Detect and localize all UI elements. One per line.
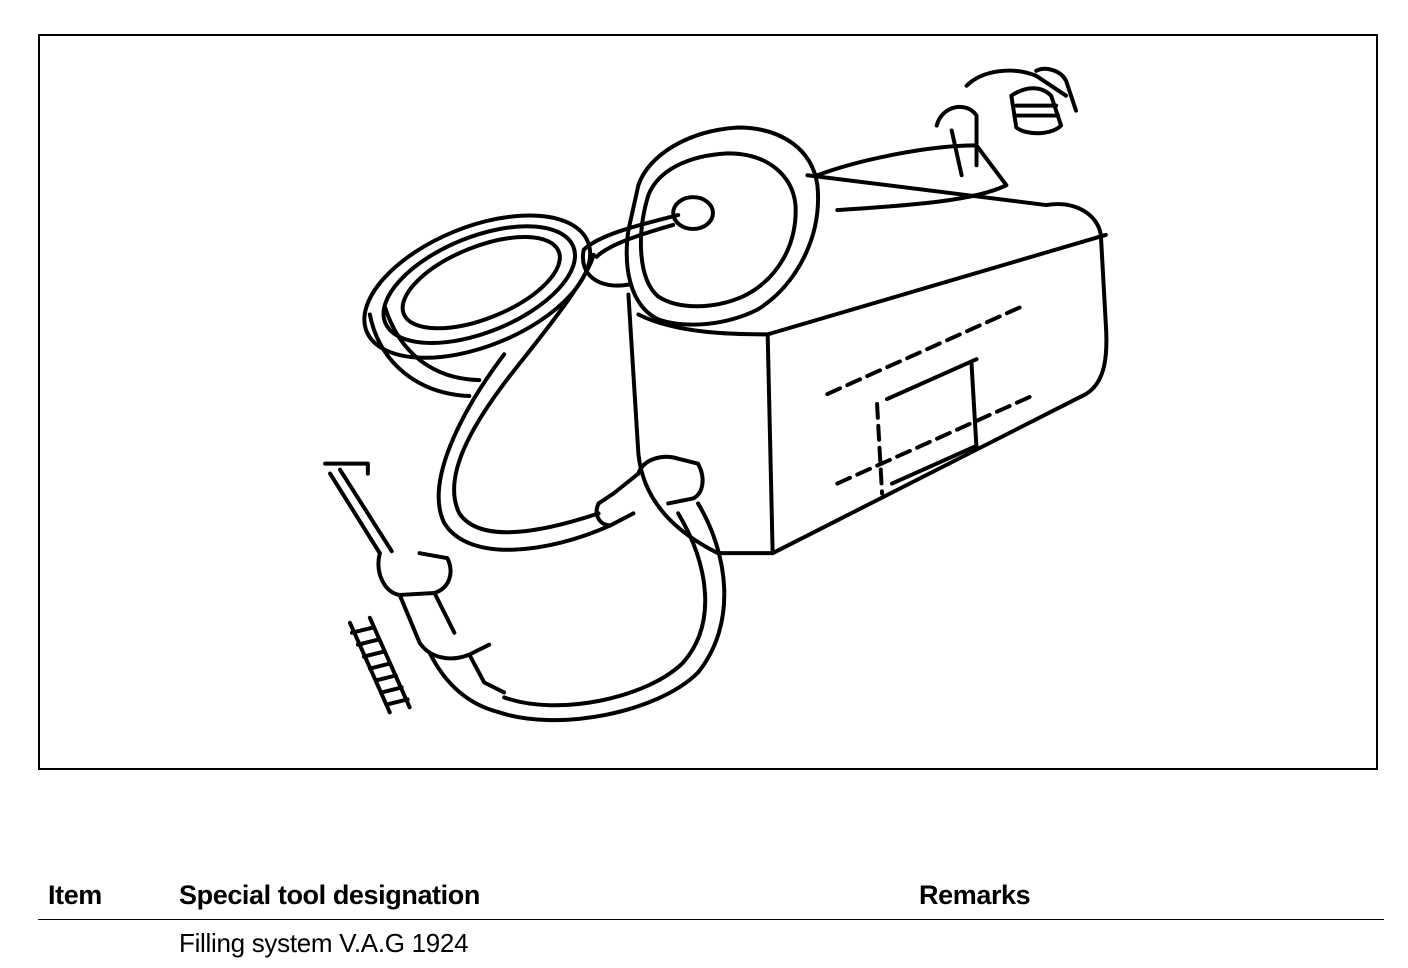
table-row: Filling system V.A.G 1924 xyxy=(38,928,1384,966)
figure-frame xyxy=(38,34,1378,770)
tool-designation-cell: Filling system V.A.G 1924 xyxy=(179,928,469,958)
outlet-hose xyxy=(427,252,727,723)
column-header-item: Item xyxy=(48,880,102,910)
filling-system-illustration xyxy=(323,66,1109,723)
filling-adapter xyxy=(323,461,507,715)
table-header-row: Item Special tool designation Remarks xyxy=(38,876,1384,920)
canister xyxy=(626,104,1109,556)
column-header-remarks: Remarks xyxy=(919,880,1031,910)
filler-cap xyxy=(580,125,821,327)
column-header-designation: Special tool designation xyxy=(179,880,480,910)
breather-cap xyxy=(964,66,1078,136)
hose-coil xyxy=(362,213,593,399)
